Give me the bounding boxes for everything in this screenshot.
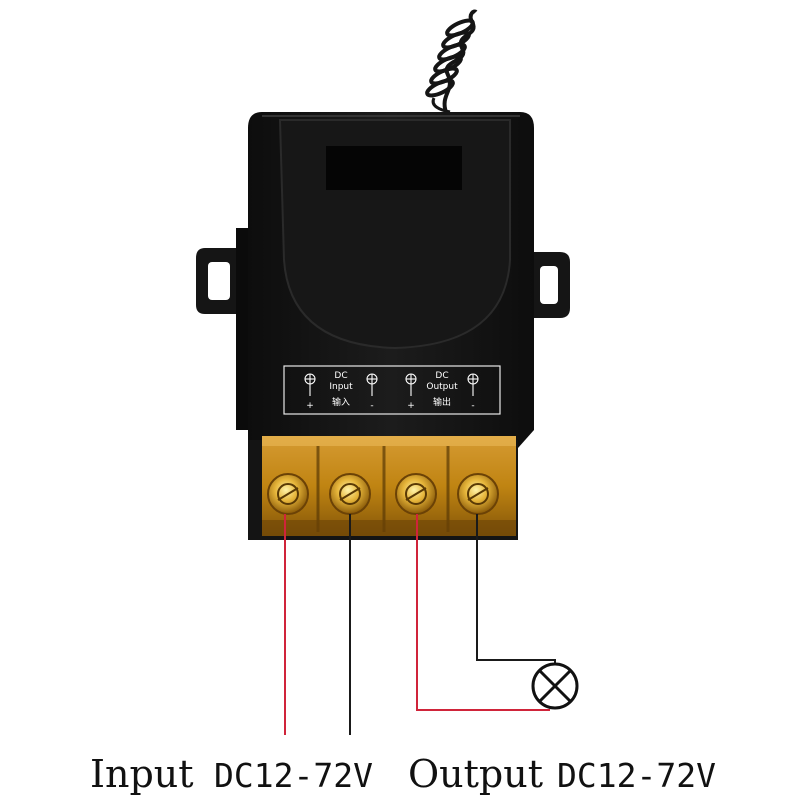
wires bbox=[284, 514, 556, 735]
caption-input-voltage: DC12-72V bbox=[214, 756, 373, 795]
mounting-ear-right bbox=[530, 252, 570, 318]
caption-output-word: Output bbox=[408, 752, 543, 796]
input-title-bottom: Input bbox=[329, 382, 353, 392]
relay-housing bbox=[236, 112, 534, 448]
input-plus-symbol bbox=[304, 373, 316, 396]
lamp-icon bbox=[531, 662, 579, 710]
input-title-top: DC bbox=[334, 371, 347, 381]
output-chinese-label: 输出 bbox=[433, 396, 451, 408]
terminal-label-panel: + - + - DC Input 输入 DC Output 输出 bbox=[283, 365, 501, 415]
screw-output-plus bbox=[395, 473, 437, 515]
screw-input-plus bbox=[267, 473, 309, 515]
screw-output-minus bbox=[457, 473, 499, 515]
screw-input-minus bbox=[329, 473, 371, 515]
wire-output-negative bbox=[476, 514, 556, 664]
mounting-ear-left bbox=[196, 248, 245, 314]
output-plus-symbol bbox=[405, 373, 417, 396]
wire-output-positive bbox=[416, 514, 550, 711]
output-minus-sign: - bbox=[471, 401, 474, 411]
input-chinese-label: 输入 bbox=[332, 396, 350, 408]
output-plus-sign: + bbox=[407, 401, 415, 411]
output-title-bottom: Output bbox=[426, 382, 458, 392]
output-minus-symbol bbox=[467, 373, 479, 396]
caption-output-voltage: DC12-72V bbox=[557, 756, 716, 795]
output-title-top: DC bbox=[435, 371, 448, 381]
input-minus-symbol bbox=[366, 373, 378, 396]
caption-input-word: Input bbox=[90, 752, 194, 796]
antenna bbox=[425, 9, 478, 114]
input-plus-sign: + bbox=[306, 401, 314, 411]
input-minus-sign: - bbox=[370, 401, 373, 411]
